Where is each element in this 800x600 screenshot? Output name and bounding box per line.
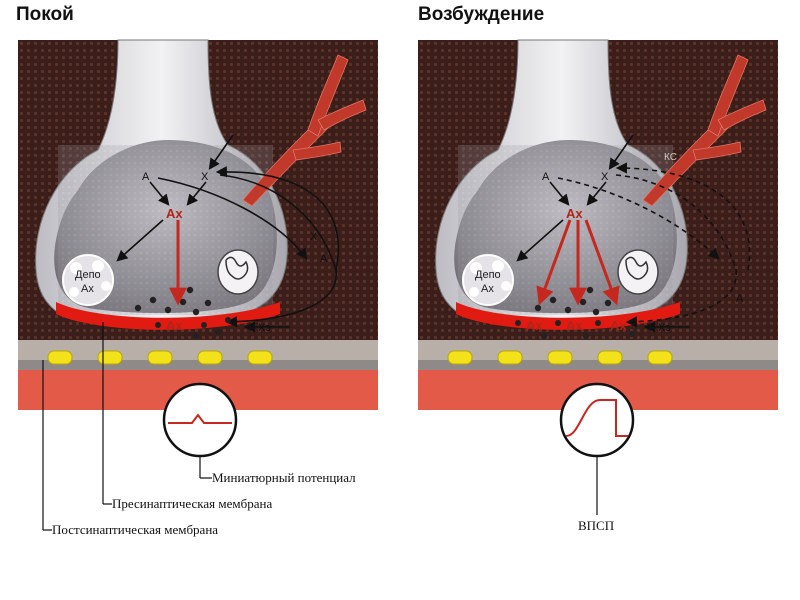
panel-excitation: А Х Ах КС Депо Ах А Ах Ах Ах Хэ xyxy=(418,40,778,410)
label-xe: Хэ xyxy=(258,322,271,334)
label-a-right: А xyxy=(736,293,744,305)
label-ax-cleft: Ах xyxy=(166,318,183,333)
label-xe: Хэ xyxy=(658,322,671,334)
label-presynaptic-membrane: Пресинаптическая мембрана xyxy=(112,496,272,512)
label-x: Х xyxy=(201,171,209,183)
label-miniature-potential: Миниатюрный потенциал xyxy=(212,470,356,486)
miniature-potential-scope xyxy=(164,384,236,456)
label-x: Х xyxy=(601,171,609,183)
label-postsynaptic-membrane: Постсинаптическая мембрана xyxy=(52,522,218,538)
panel-rest: А Х Ах Депо Ах А Х Ах Хэ xyxy=(18,40,378,410)
label-a-right: А xyxy=(320,253,328,265)
label-epsp: ВПСП xyxy=(578,518,614,534)
epsp-scope xyxy=(561,384,633,456)
label-x-right: Х xyxy=(310,231,318,243)
depot-label-2: Ах xyxy=(81,283,94,295)
label-a: А xyxy=(542,171,550,183)
label-ax: Ах xyxy=(166,206,183,221)
label-ax-cleft-3: Ах xyxy=(610,318,627,333)
label-kc: КС xyxy=(664,152,677,163)
depot-label-1: Депо xyxy=(75,269,101,281)
label-ax: Ах xyxy=(566,206,583,221)
depot-label-2: Ах xyxy=(481,283,494,295)
label-ax-cleft-2: Ах xyxy=(566,318,583,333)
label-a: А xyxy=(142,171,150,183)
label-ax-cleft-1: Ах xyxy=(526,318,543,333)
depot-label-1: Депо xyxy=(475,269,501,281)
